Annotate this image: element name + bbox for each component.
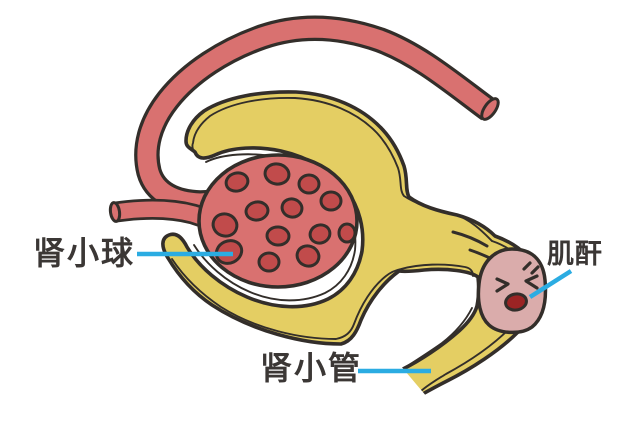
open-mouth	[504, 292, 528, 312]
creatinine-face	[495, 261, 540, 293]
leader-creatinine	[528, 269, 573, 299]
vessel-open-end-2	[108, 201, 122, 223]
creatinine-body	[476, 247, 548, 335]
label-leader-lines	[137, 251, 573, 374]
squint-eye-left	[495, 277, 510, 293]
vessel-open-end	[480, 97, 500, 121]
squint-eye-right	[524, 274, 539, 290]
tubule-cut-face	[372, 365, 427, 422]
glomerulus-capillary-lobules	[211, 162, 357, 273]
label-renal-tubule: 肾小管	[260, 349, 363, 387]
arteriole-loop	[134, 15, 500, 216]
label-glomerulus: 肾小球	[33, 234, 136, 272]
glomerulus	[197, 153, 359, 289]
capsule-tubule-body	[161, 90, 543, 401]
creatinine-blob	[476, 247, 548, 335]
anger-tick-1	[522, 261, 532, 271]
label-creatinine: 肌酐	[547, 239, 603, 270]
anger-tick-2	[530, 265, 540, 275]
